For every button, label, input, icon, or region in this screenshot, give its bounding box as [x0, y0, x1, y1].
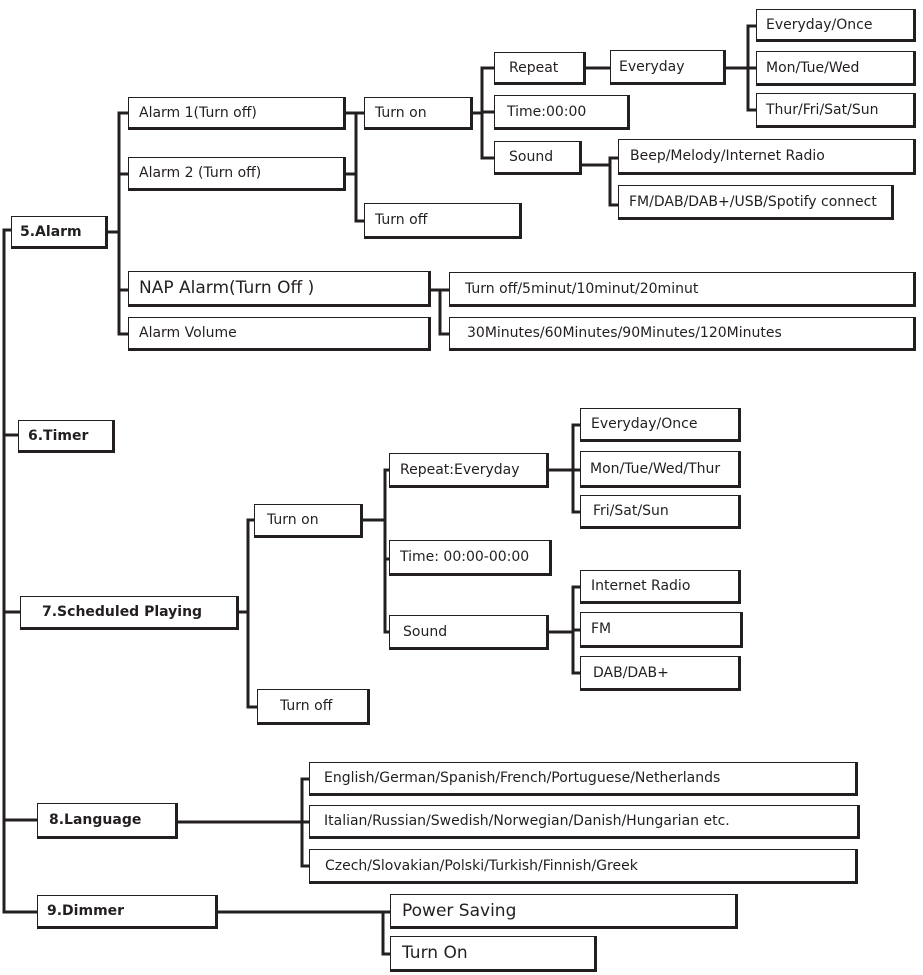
scheduled-playing-title: 7.Scheduled Playing [42, 604, 203, 620]
nap-options-label: Turn off/5minut/10minut/20minut [465, 280, 699, 297]
volume-options-node: 30Minutes/60Minutes/90Minutes/120Minutes [449, 317, 916, 351]
alarm-title: 5.Alarm [20, 223, 82, 240]
alarm-thur-sun-label: Thur/Fri/Sat/Sun [766, 101, 879, 118]
alarm-thur-sun-node: Thur/Fri/Sat/Sun [756, 93, 916, 128]
scheduled-dab-node: DAB/DAB+ [580, 656, 741, 691]
alarm-time-node: Time:00:00 [494, 95, 630, 130]
alarm-sound-opt2-label: FM/DAB/DAB+/USB/Spotify connect [629, 193, 877, 210]
alarm2-node: Alarm 2 (Turn off) [128, 157, 346, 191]
scheduled-internet-radio-label: Internet Radio [591, 578, 691, 594]
scheduled-turn-on-label: Turn on [267, 512, 319, 528]
alarm2-label: Alarm 2 (Turn off) [139, 165, 262, 181]
scheduled-everyday-once-node: Everyday/Once [580, 408, 741, 442]
language-opts2-label: Italian/Russian/Swedish/Norwegian/Danish… [324, 813, 730, 829]
dimmer-turn-on-label: Turn On [402, 943, 468, 963]
alarm1-node: Alarm 1(Turn off) [128, 97, 346, 130]
timer-menu-node: 6.Timer [18, 420, 115, 453]
scheduled-mon-thur-label: Mon/Tue/Wed/Thur [590, 460, 721, 477]
scheduled-time-label: Time: 00:00-00:00 [400, 549, 530, 565]
alarm-volume-label: Alarm Volume [139, 325, 237, 341]
scheduled-turn-off-label: Turn off [280, 698, 333, 714]
scheduled-mon-thur-node: Mon/Tue/Wed/Thur [580, 451, 741, 488]
alarm-everyday-once-label: Everyday/Once [766, 16, 873, 33]
dimmer-power-saving-node: Power Saving [390, 894, 738, 929]
alarm-mon-wed-node: Mon/Tue/Wed [756, 51, 916, 86]
dimmer-menu-node: 9.Dimmer [37, 895, 218, 929]
alarm-sound-opt1-label: Beep/Melody/Internet Radio [630, 148, 825, 164]
scheduled-turn-off-node: Turn off [257, 689, 370, 725]
scheduled-repeat-node: Repeat:Everyday [389, 453, 549, 488]
alarm-everyday-once-node: Everyday/Once [756, 9, 916, 42]
alarm-sound-label: Sound [509, 149, 554, 165]
scheduled-everyday-once-label: Everyday/Once [591, 416, 698, 432]
scheduled-playing-menu-node: 7.Scheduled Playing [20, 596, 239, 630]
alarm-sound-node: Sound [494, 141, 582, 175]
language-opts3-label: Czech/Slovakian/Polski/Turkish/Finnish/G… [325, 857, 638, 874]
scheduled-time-node: Time: 00:00-00:00 [389, 540, 552, 576]
scheduled-repeat-label: Repeat:Everyday [400, 461, 520, 478]
volume-options-label: 30Minutes/60Minutes/90Minutes/120Minutes [467, 325, 782, 341]
language-opts3-node: Czech/Slovakian/Polski/Turkish/Finnish/G… [309, 849, 858, 884]
nap-alarm-label: NAP Alarm(Turn Off ) [139, 278, 315, 298]
alarm-turn-on-node: Turn on [364, 97, 473, 130]
dimmer-power-saving-label: Power Saving [402, 900, 517, 921]
alarm-time-label: Time:00:00 [507, 103, 587, 120]
alarm-everyday-label: Everyday [619, 58, 685, 75]
dimmer-title: 9.Dimmer [47, 903, 125, 919]
scheduled-fm-label: FM [591, 621, 612, 637]
scheduled-sound-node: Sound [389, 615, 549, 650]
scheduled-dab-label: DAB/DAB+ [593, 664, 669, 681]
alarm-sound-opt2-node: FM/DAB/DAB+/USB/Spotify connect [618, 185, 894, 220]
language-opts2-node: Italian/Russian/Swedish/Norwegian/Danish… [309, 805, 860, 839]
scheduled-fm-node: FM [580, 612, 743, 648]
alarm-repeat-label: Repeat [509, 59, 559, 76]
language-title: 8.Language [49, 812, 142, 828]
alarm1-label: Alarm 1(Turn off) [139, 104, 257, 121]
alarm-repeat-node: Repeat [494, 52, 586, 85]
alarm-turn-on-label: Turn on [375, 104, 427, 121]
language-opts1-label: English/German/Spanish/French/Portuguese… [324, 770, 721, 786]
scheduled-sound-label: Sound [403, 623, 448, 640]
language-opts1-node: English/German/Spanish/French/Portuguese… [309, 762, 858, 796]
nap-alarm-node: NAP Alarm(Turn Off ) [128, 271, 431, 307]
alarm-volume-node: Alarm Volume [128, 317, 431, 351]
alarm-sound-opt1-node: Beep/Melody/Internet Radio [618, 139, 916, 175]
dimmer-turn-on-node: Turn On [390, 936, 597, 972]
alarm-turn-off-node: Turn off [364, 203, 522, 239]
scheduled-turn-on-node: Turn on [254, 504, 363, 538]
alarm-mon-wed-label: Mon/Tue/Wed [766, 59, 860, 76]
timer-title: 6.Timer [28, 427, 89, 444]
alarm-turn-off-label: Turn off [375, 212, 428, 228]
nap-options-node: Turn off/5minut/10minut/20minut [449, 272, 916, 307]
alarm-everyday-node: Everyday [610, 50, 726, 85]
language-menu-node: 8.Language [37, 803, 178, 839]
scheduled-fri-sun-label: Fri/Sat/Sun [593, 503, 669, 519]
scheduled-fri-sun-node: Fri/Sat/Sun [580, 495, 741, 529]
alarm-menu-node: 5.Alarm [11, 216, 108, 249]
scheduled-internet-radio-node: Internet Radio [580, 570, 741, 604]
